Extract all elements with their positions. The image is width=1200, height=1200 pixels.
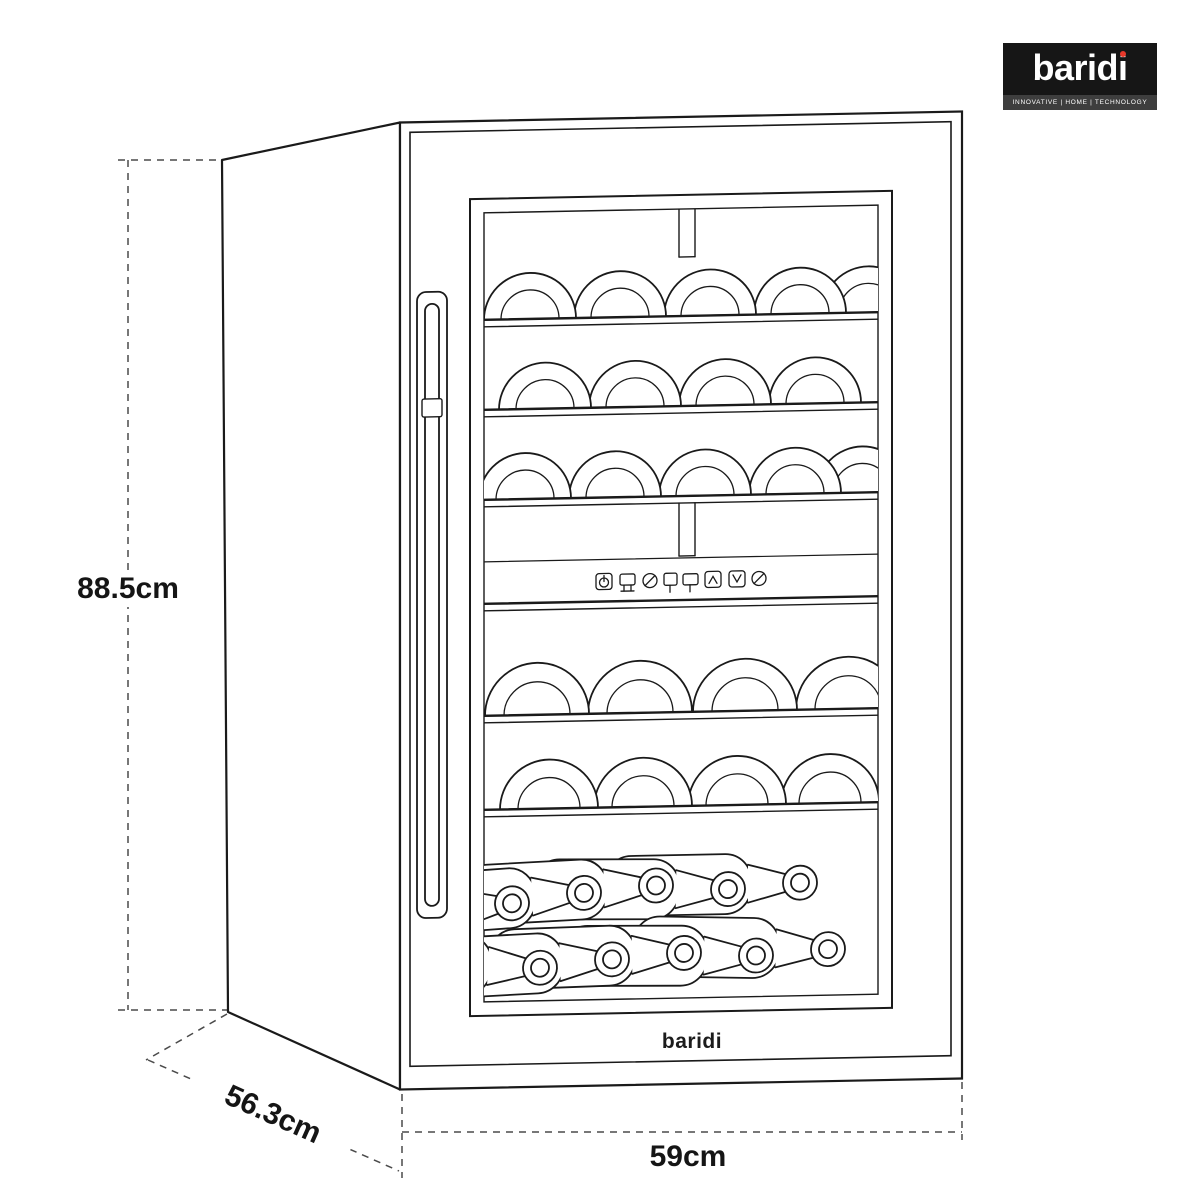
bottle-row <box>484 445 878 501</box>
cabinet-side-panel <box>220 121 402 1091</box>
wine-shelves <box>484 310 878 818</box>
glass-door-frame <box>469 189 893 1018</box>
bottle-row <box>484 655 878 717</box>
power-icon <box>595 572 613 591</box>
display-icon <box>619 573 636 592</box>
interior-divider <box>678 208 696 557</box>
temp-up-icon <box>704 570 722 589</box>
lower-zone-icon <box>682 573 699 593</box>
height-dimension-label: 88.5cm <box>53 570 203 607</box>
depth-dimension-line <box>145 1013 400 1172</box>
bottle-row <box>484 265 878 321</box>
wordmark-dotted-i: i <box>1118 47 1128 88</box>
width-dimension-label: 59cm <box>649 1140 727 1173</box>
bottle-row <box>499 753 878 811</box>
glass-door-inner-edge <box>483 204 879 1003</box>
width-dimension-line <box>401 1082 963 1178</box>
eco-icon <box>642 572 658 589</box>
door-handle <box>416 290 448 919</box>
door-brand-text: baridi <box>661 1030 723 1053</box>
wordmark-prefix: barid <box>1032 47 1118 88</box>
dimension-lines <box>118 159 963 1178</box>
logo-tagline: INNOVATIVE | HOME | TECHNOLOGY <box>1003 95 1157 110</box>
control-panel <box>595 570 767 593</box>
glass-interior <box>484 208 878 1001</box>
upper-zone-icon <box>663 572 678 593</box>
cabinet-front <box>398 110 964 1091</box>
height-dimension-line <box>118 159 232 1011</box>
light-icon <box>751 570 767 587</box>
temp-down-icon <box>728 570 746 588</box>
bottle-row <box>498 356 862 411</box>
door-panel <box>409 120 952 1068</box>
